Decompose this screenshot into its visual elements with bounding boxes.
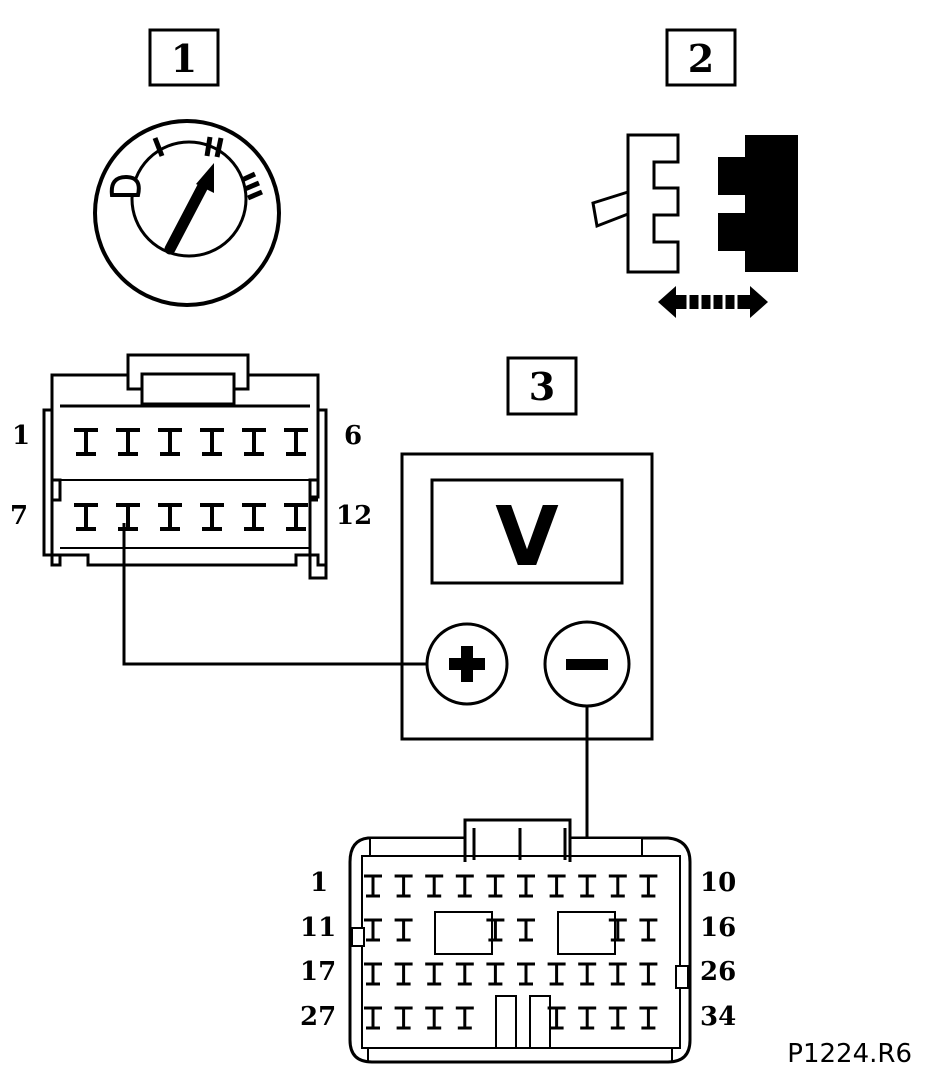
pin-34way-20 [455,962,474,986]
pin-34way-26 [639,962,658,986]
voltmeter: V [400,452,654,741]
pin-12way-5 [242,428,266,456]
pin-34way-16 [639,918,658,942]
connector-12-pin [42,353,328,580]
pin-34way-29 [425,1006,444,1030]
pin-34way-2 [394,874,413,898]
pin-34way-32 [578,1006,597,1030]
pin-34way-27 [364,1006,382,1030]
positive-lead [122,523,427,666]
pin-34way-25 [608,962,627,986]
pin-12way-1 [74,428,98,456]
ignition-switch-icon [93,119,281,307]
pin-34way-33 [608,1006,627,1030]
pin-34way-14 [517,918,535,942]
row3-right-label: 26 [700,957,736,987]
callout-1: 1 [148,28,220,87]
pin-12way-6 [284,428,308,456]
pin-34way-18 [394,962,413,986]
pin-34way-31 [547,1006,566,1030]
pin-12way-12 [284,503,308,531]
row1-left-label: 1 [310,868,328,898]
pin-34way-10 [639,874,658,898]
pin-34way-3 [425,874,444,898]
callout-3-label: 3 [529,364,555,409]
pin-12way-3 [158,428,182,456]
pin-34way-28 [394,1006,413,1030]
pin-34way-9 [608,874,627,898]
pin-7-label: 7 [10,501,28,531]
row2-right-label: 16 [700,913,736,943]
row4-left-label: 27 [300,1002,336,1032]
pin-34way-22 [517,962,535,986]
pin-12-label: 12 [336,501,372,531]
pin-34way-17 [364,962,382,986]
connector-disconnect-icon [591,133,798,274]
pin-12way-11 [242,503,266,531]
pin-34way-8 [578,874,597,898]
callout-2-label: 2 [688,36,714,81]
pin-34way-7 [547,874,566,898]
callout-3: 3 [506,356,578,416]
row4-right-label: 34 [700,1002,736,1032]
connector-12-pins [74,428,308,531]
pin-34way-13 [486,918,505,942]
pin-34way-19 [425,962,444,986]
double-arrow-icon [658,286,768,318]
pin-12way-2 [116,428,140,456]
pin-12way-4 [200,428,224,456]
negative-terminal [543,620,631,708]
pin-12way-8 [116,503,140,531]
pin-34way-24 [578,962,597,986]
pin-34way-4 [455,874,474,898]
figure-reference: P1224.R6 [787,1039,912,1069]
pin-6-label: 6 [344,421,362,451]
pin-12way-9 [158,503,182,531]
pin-1-label: 1 [12,421,30,451]
pin-34way-12 [394,918,413,942]
callout-2: 2 [665,28,737,87]
row3-left-label: 17 [300,957,336,987]
pin-12way-10 [200,503,224,531]
pin-34way-15 [608,918,627,942]
row2-left-label: 11 [300,913,336,943]
positive-terminal [425,622,509,706]
pin-12way-7 [74,503,98,531]
pin-34way-23 [547,962,566,986]
pin-34way-34 [639,1006,658,1030]
pin-34way-6 [517,874,535,898]
pin-34way-21 [486,962,505,986]
pin-34way-5 [486,874,505,898]
pin-34way-30 [455,1006,474,1030]
voltmeter-display: V [495,490,559,585]
pin-34way-11 [364,918,382,942]
callout-1-label: 1 [171,36,197,81]
connector-34-pins [364,874,658,1030]
pin-34way-1 [364,874,382,898]
row1-right-label: 10 [700,868,736,898]
